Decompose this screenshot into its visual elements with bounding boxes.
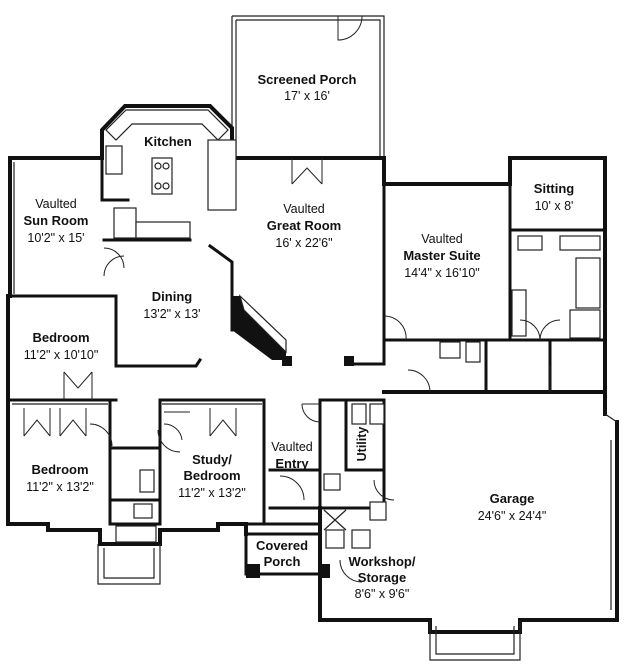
- screened-porch-dims: 17' x 16': [284, 89, 330, 103]
- master-suite-dims: 14'4" x 16'10": [404, 266, 480, 280]
- workshop-dims: 8'6" x 9'6": [355, 587, 410, 601]
- workshop-line2: Storage: [358, 570, 406, 585]
- fixtures: [12, 109, 601, 549]
- covered-porch-line2: Porch: [264, 554, 301, 569]
- sun-room-prefix: Vaulted: [35, 197, 77, 211]
- sitting-dims: 10' x 8': [535, 199, 574, 213]
- screened-porch-name: Screened Porch: [258, 72, 357, 87]
- great-room-dims: 16' x 22'6": [275, 236, 332, 250]
- fireplace: [232, 294, 354, 578]
- sitting-name: Sitting: [534, 181, 574, 196]
- sun-room-name: Sun Room: [24, 213, 89, 228]
- workshop-line1: Workshop/: [349, 554, 416, 569]
- kitchen-name: Kitchen: [144, 134, 192, 149]
- great-room-name: Great Room: [267, 218, 341, 233]
- master-suite-name: Master Suite: [403, 248, 480, 263]
- entry-name: Entry: [275, 456, 309, 471]
- dining-name: Dining: [152, 289, 192, 304]
- exterior-walls: [6, 15, 619, 661]
- bedroom-lower-dims: 11'2" x 13'2": [26, 480, 94, 494]
- bedroom-lower-name: Bedroom: [31, 462, 88, 477]
- study-dims: 11'2" x 13'2": [178, 486, 246, 500]
- doors: [23, 15, 561, 583]
- study-line2: Bedroom: [183, 468, 240, 483]
- garage-name: Garage: [490, 491, 535, 506]
- garage-dims: 24'6" x 24'4": [478, 509, 547, 523]
- dining-dims: 13'2" x 13': [143, 307, 200, 321]
- room-labels: Screened Porch 17' x 16' Kitchen Vaulted…: [24, 72, 575, 601]
- study-line1: Study/: [192, 452, 232, 467]
- covered-porch-line1: Covered: [256, 538, 308, 553]
- sun-room-dims: 10'2" x 15': [27, 231, 84, 245]
- entry-prefix: Vaulted: [271, 440, 313, 454]
- great-room-prefix: Vaulted: [283, 202, 325, 216]
- master-suite-prefix: Vaulted: [421, 232, 463, 246]
- bedroom-upper-name: Bedroom: [32, 330, 89, 345]
- utility-name: Utility: [355, 427, 369, 462]
- bedroom-upper-dims: 11'2" x 10'10": [24, 348, 99, 362]
